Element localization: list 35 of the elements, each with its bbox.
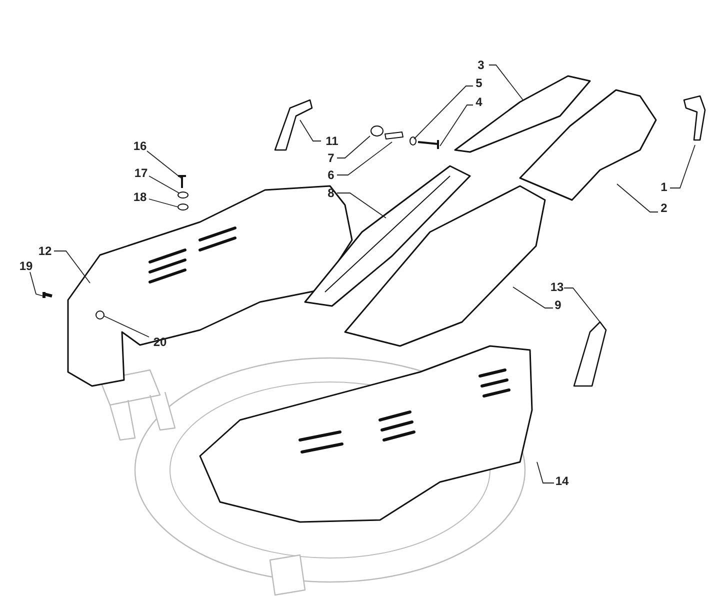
callout-number: 1 [660,181,668,193]
leader-line [512,286,554,308]
leader-line [414,86,474,140]
leader-line [536,462,554,484]
callout-number: 18 [133,191,147,203]
leader-line [104,316,150,338]
callout-number: 16 [133,140,147,152]
leader-line [488,64,524,100]
leader-line [616,184,658,212]
callout-number: 19 [19,260,33,272]
leader-line [148,198,178,208]
leader-line [54,250,90,284]
leader-line [300,120,322,142]
callout-number: 17 [134,167,148,179]
callout-number: 6 [328,169,334,181]
callout-number: 12 [38,245,52,257]
leader-line [148,176,180,194]
callout-number: 14 [555,475,569,487]
callout-number: 8 [328,187,334,199]
leader-line [670,144,696,188]
callout-number: 13 [550,281,564,293]
callout-number: 2 [660,202,668,214]
leader-line [336,142,392,176]
callout-number: 7 [328,152,334,164]
leader-line [440,104,474,146]
leader-line [146,150,182,178]
leader-line [336,136,370,158]
leader-line [564,288,600,322]
callout-number: 3 [478,59,484,71]
callout-number: 11 [326,135,338,147]
leader-line [30,272,44,296]
leader-line [336,192,386,218]
callout-number: 4 [476,96,482,108]
callout-number: 9 [554,299,562,311]
callout-number: 5 [476,77,482,89]
